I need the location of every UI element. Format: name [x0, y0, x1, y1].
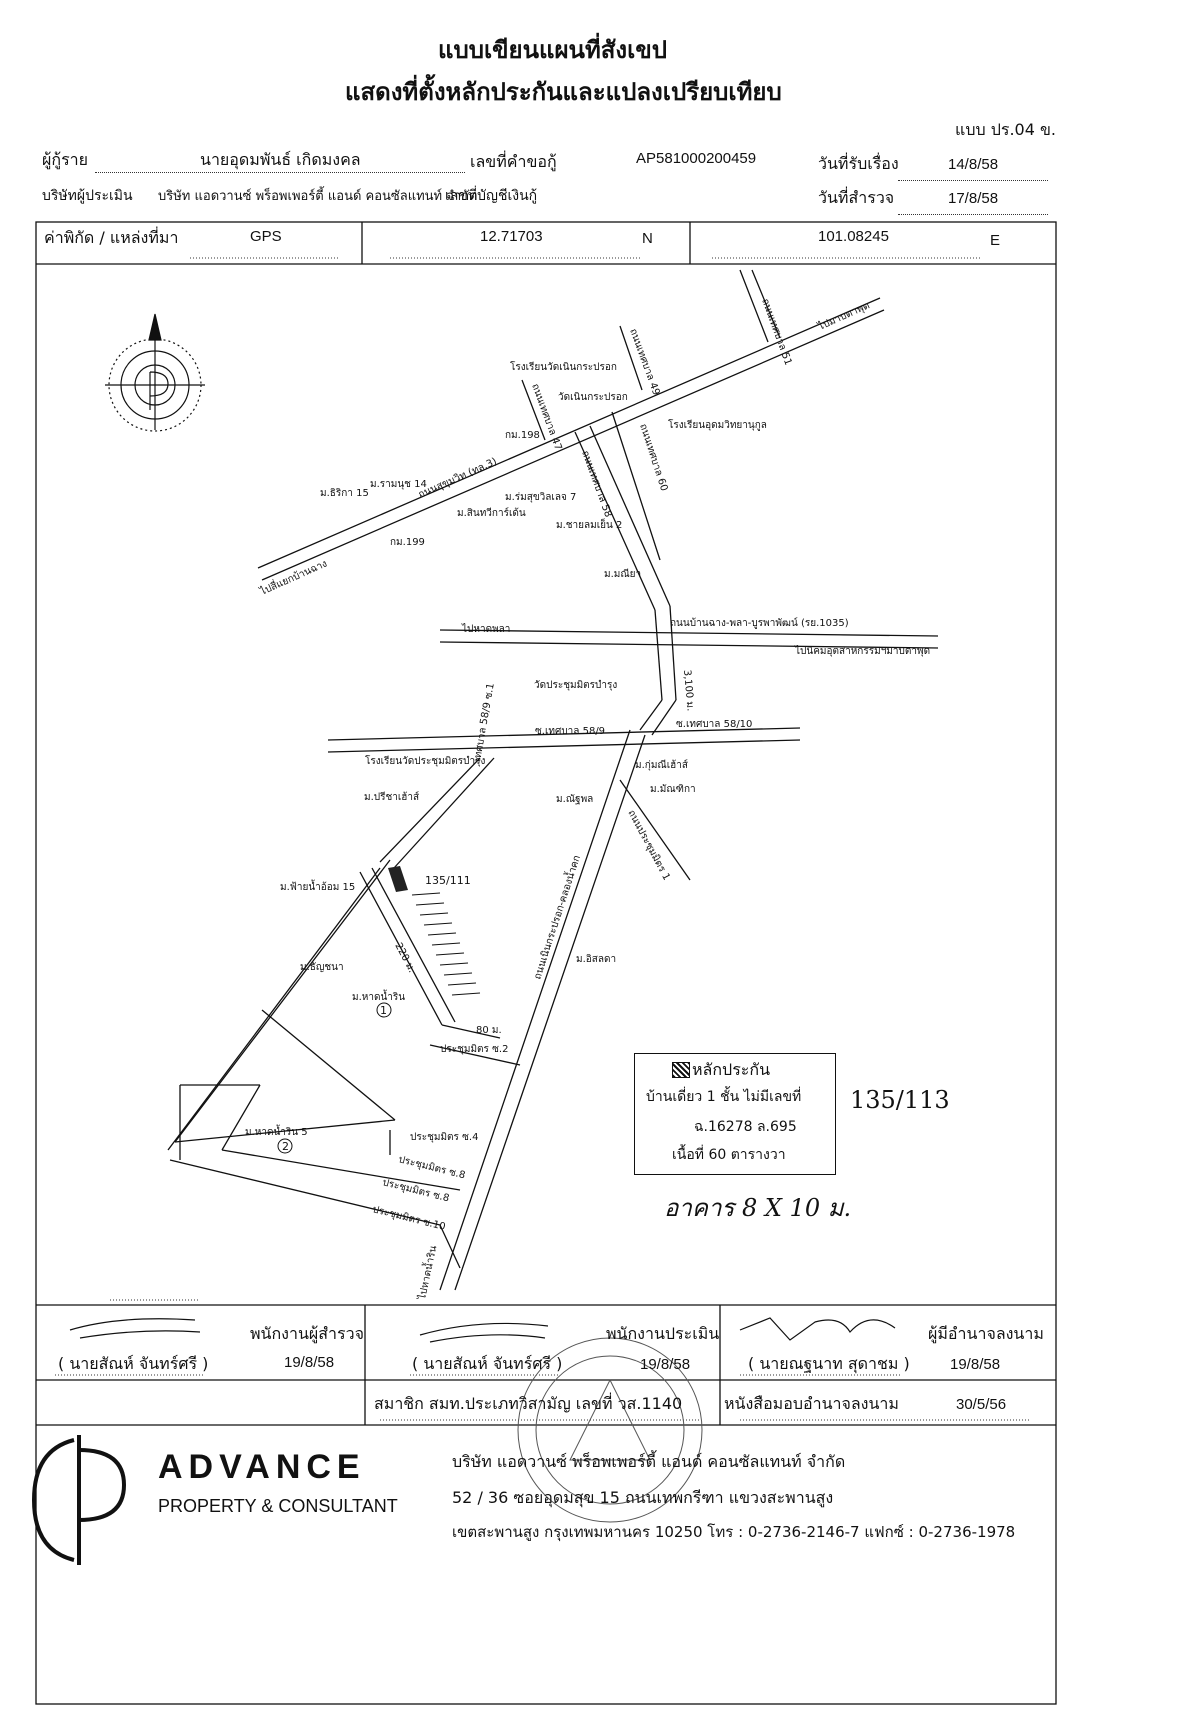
- label-chaylom: ม.ชายลมเย็น 2: [556, 517, 622, 531]
- appraiser-company-value: บริษัท แอดวานซ์ พร็อพเพอร์ตี้ แอนด์ คอนซ…: [158, 189, 478, 204]
- marker-2: 2: [282, 1140, 289, 1153]
- handwritten-building: อาคาร 8 X 10 ม.: [664, 1194, 852, 1222]
- company-name: บริษัท แอดวานซ์ พร็อพเพอร์ตี้ แอนด์ คอนซ…: [452, 1452, 846, 1471]
- handwritten-house-no: 135/113: [850, 1086, 950, 1114]
- borrower-value: นายอุดมพันธ์ เกิดมงคล: [200, 150, 361, 169]
- borrower-label: ผู้กู้ราย: [42, 150, 89, 169]
- label-maneeya: ม.มณียา: [604, 568, 641, 580]
- coords-label: ค่าพิกัด / แหล่งที่มา: [44, 228, 179, 247]
- legend-line-1: หลักประกัน: [692, 1060, 771, 1079]
- label-distance-3100: 3,100 ม.: [681, 669, 696, 711]
- label-soi-58-9: ซ.เทศบาล 58/9: [535, 726, 605, 737]
- label-school-prachum: โรงเรียนวัดประชุมมิตรบำรุง: [365, 754, 485, 767]
- label-to-industrial: ไปนิคมอุตสาหกรรมฯมาบตาพุด: [794, 645, 930, 657]
- company-stamp-icon: [517, 1337, 703, 1523]
- latitude-value: 12.71703: [480, 228, 543, 245]
- authority-date: 19/8/58: [950, 1356, 1001, 1373]
- appraiser-company-label: บริษัทผู้ประเมิน: [42, 188, 133, 204]
- label-length-80: 80 ม.: [476, 1025, 502, 1036]
- account-no-label: เลขที่บัญชีเงินกู้: [445, 188, 538, 204]
- company-address-1: 52 / 36 ซอยอุดมสุข 15 ถนนเทพกรีฑา แขวงสะ…: [452, 1488, 834, 1507]
- longitude-value: 101.08245: [818, 228, 889, 245]
- label-prachum-s2: ประชุมมิตร ซ.2: [440, 1044, 508, 1055]
- company-address-2: เขตสะพานสูง กรุงเทพมหานคร 10250 โทร : 0-…: [452, 1523, 1016, 1541]
- request-no-value: AP581000200459: [636, 150, 757, 167]
- label-wat-noen: วัดเนินกระปรอก: [558, 392, 628, 403]
- label-wat-prachum: วัดประชุมมิตรบำรุง: [534, 680, 617, 691]
- member-text: สมาชิก สมท.ประเภทวิสามัญ เลขที่ วส.1140: [374, 1394, 683, 1413]
- label-road-1035: ถนนบ้านฉาง-พลา-บูรพาพัฒน์ (รย.1035): [670, 617, 849, 629]
- appraiser-name: ( นายสัณห์ จันทร์ศรี ): [412, 1354, 563, 1373]
- label-ramnuch: ม.รามนุช 14: [370, 479, 427, 490]
- survey-date-value: 17/8/58: [948, 190, 999, 207]
- poa-date: 30/5/56: [956, 1396, 1007, 1413]
- label-chatthaphon: ม.ณัฐพล: [556, 794, 593, 805]
- label-thirika: ม.ธิริกา 15: [320, 488, 369, 499]
- authority-role: ผู้มีอำนาจลงนาม: [928, 1324, 1044, 1343]
- appraiser-role: พนักงานประเมิน: [606, 1324, 720, 1343]
- latitude-direction: N: [642, 230, 653, 247]
- legend-line-2: บ้านเดี่ยว 1 ชั้น ไม่มีเลขที่: [646, 1089, 802, 1105]
- brand-subtitle: PROPERTY & CONSULTANT: [158, 1496, 398, 1516]
- label-soi-58-10: ซ.เทศบาล 58/10: [676, 719, 752, 730]
- legend-box: [634, 1053, 836, 1175]
- surveyor-name: ( นายสัณห์ จันทร์ศรี ): [58, 1354, 209, 1373]
- label-school-udom: โรงเรียนอุดมวิทยานุกูล: [668, 418, 767, 431]
- authority-signature-icon: [739, 1317, 896, 1341]
- label-preecha: ม.ปรีชาเฮ้าส์: [364, 791, 419, 803]
- page-title: แบบเขียนแผนที่สังเขป: [438, 36, 667, 64]
- compass-rose-icon: [105, 313, 205, 432]
- label-thanya: ม.ธัญชนา: [300, 962, 344, 973]
- legend-line-4: เนื้อที่ 60 ตารางวา: [672, 1147, 786, 1163]
- label-house-no: 135/111: [425, 874, 471, 887]
- surveyor-signature-icon: [69, 1318, 201, 1339]
- label-km199: กม.199: [390, 537, 425, 548]
- collateral-plot: [388, 866, 481, 996]
- label-hannoen: ม.หาดน้ำริน: [352, 989, 405, 1003]
- surveyor-date: 19/8/58: [284, 1354, 335, 1371]
- coords-source: GPS: [250, 228, 282, 245]
- company-logo-icon: [31, 1435, 127, 1565]
- label-isala: ม.อิสลดา: [576, 954, 616, 965]
- page-subtitle: แสดงที่ตั้งหลักประกันและแปลงเปรียบเทียบ: [345, 78, 782, 106]
- label-manthika: ม.มัณฑิกา: [650, 784, 696, 795]
- label-prachum-s4: ประชุมมิตร ซ.4: [410, 1132, 478, 1143]
- authority-name: ( นายณฐนาท สุดาชม ): [748, 1354, 910, 1373]
- brand-name: ADVANCE: [158, 1448, 366, 1486]
- surveyor-role: พนักงานผู้สำรวจ: [250, 1324, 364, 1343]
- label-to-hat-phala: ไปหาดพลา: [461, 623, 510, 635]
- received-date-value: 14/8/58: [948, 156, 999, 173]
- poa-label: หนังสือมอบอำนาจลงนาม: [724, 1394, 899, 1413]
- appraiser-signature-icon: [419, 1322, 549, 1343]
- collateral-hatch-icon: [672, 1062, 690, 1078]
- appraiser-date: 19/8/58: [640, 1356, 691, 1373]
- label-school-noen: โรงเรียนวัดเนินกระปรอก: [510, 360, 617, 373]
- label-romsuk: ม.ร่มสุขวิลเลจ 7: [505, 492, 576, 503]
- label-hannoen-5: ม.หาดน้ำริน 5: [245, 1124, 308, 1138]
- marker-1: 1: [380, 1004, 387, 1017]
- label-sinthavee: ม.สินทวีการ์เด้น: [457, 507, 526, 519]
- label-bunsri: ม.กุ่มณีเฮ้าส์: [635, 759, 688, 771]
- request-no-label: เลขที่คำขอกู้: [470, 152, 557, 171]
- legend-line-3: ฉ.16278 ล.695: [694, 1119, 797, 1135]
- received-date-label: วันที่รับเรื่อง: [818, 154, 899, 173]
- longitude-direction: E: [990, 232, 1001, 249]
- label-fai: ม.ฟ้ายน้ำอ้อม 15: [280, 879, 355, 893]
- form-code: แบบ ปร.04 ข.: [955, 120, 1057, 139]
- label-km198: กม.198: [505, 430, 540, 441]
- survey-date-label: วันที่สำรวจ: [818, 188, 895, 207]
